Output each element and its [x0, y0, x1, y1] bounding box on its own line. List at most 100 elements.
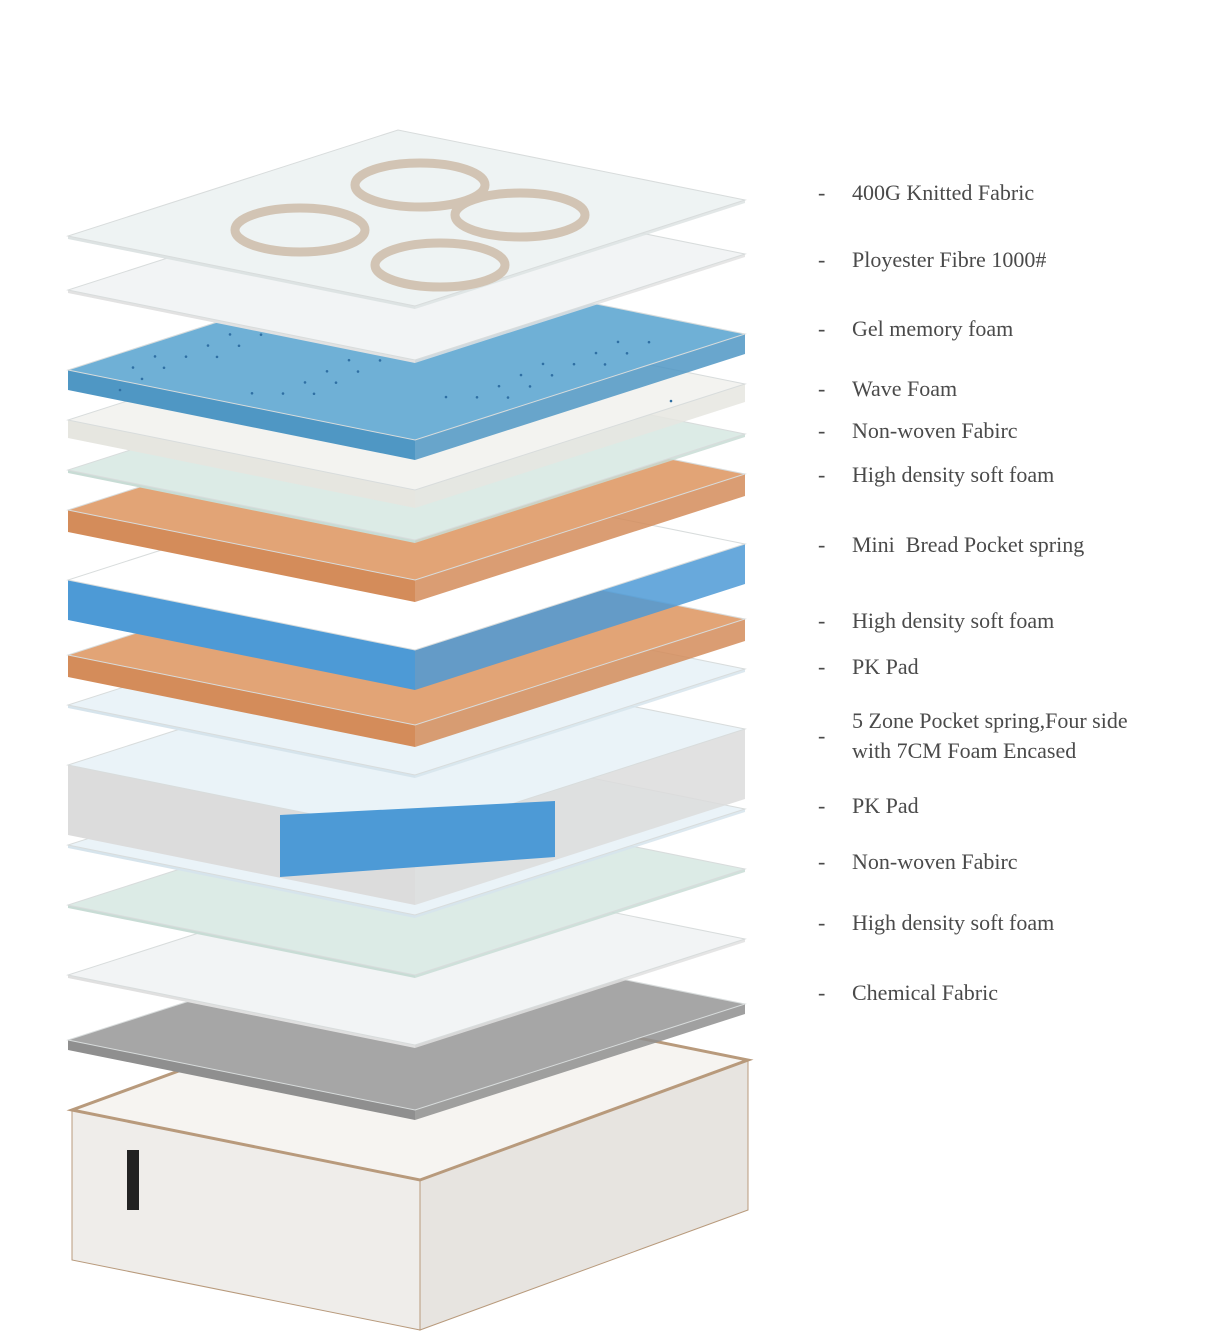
mattress-brand-tag [127, 1150, 139, 1210]
gel-memory-foam-layer-side-right [415, 334, 745, 460]
label-text: Non-woven Fabirc [852, 418, 1018, 443]
gel-dot [325, 369, 329, 373]
polyester-fibre-layer-side-right [415, 254, 745, 363]
layer-label: - Wave Foam [818, 374, 957, 404]
gel-dot [334, 381, 338, 384]
layer-label: - Non-woven Fabirc [818, 847, 1018, 877]
gel-dot [250, 391, 254, 395]
fabric-swirl-pattern [230, 203, 370, 257]
label-text: 400G Knitted Fabric [852, 180, 1035, 205]
fabric-swirl-pattern [370, 238, 510, 292]
layer-label: - Mini Bread Pocket spring [818, 530, 1084, 560]
high-density-foam-layer-orange-bottom-side-front [68, 655, 415, 747]
layer-label: - High density soft foam [818, 460, 1054, 490]
gel-dot [303, 381, 307, 384]
wave-foam-layer-side-front [68, 420, 415, 508]
gel-dot [162, 366, 166, 370]
knitted-fabric-layer-top [66, 129, 747, 307]
label-text: Wave Foam [852, 376, 958, 401]
high-density-foam-layer-orange-bottom-side-right [415, 619, 745, 747]
layer-label: - Chemical Fabric [818, 978, 998, 1008]
label-dash: - [818, 418, 826, 443]
gel-dot [550, 373, 554, 377]
gel-dot [572, 362, 576, 366]
layer-label: - Ployester Fibre 1000# [818, 245, 1046, 275]
gel-dot [312, 392, 316, 396]
label-text: PK Pad [852, 654, 919, 679]
gel-dot [237, 344, 241, 348]
label-text: High density soft foam [852, 462, 1055, 487]
label-dash: - [818, 910, 826, 935]
chemical-fabric-layer-side-right [415, 1004, 745, 1120]
gel-dot [497, 384, 501, 388]
layer-label: -PK Pad [818, 652, 919, 682]
gel-dot [140, 377, 144, 381]
non-woven-layer-top-side-front [68, 470, 415, 543]
layer-label: - 5 Zone Pocket spring,Four side with 7CM… [818, 706, 1128, 766]
label-text: 5 Zone Pocket spring,Four side with 7CM … [852, 708, 1128, 763]
fabric-swirl-pattern [350, 158, 490, 212]
label-dash: - [818, 723, 826, 748]
gel-dot [541, 362, 545, 366]
knitted-fabric-layer-side-right [415, 200, 745, 309]
label-dash: - [818, 247, 826, 272]
layer-label: - High density soft foam [818, 606, 1054, 636]
label-dash: - [818, 849, 826, 874]
gel-dot [215, 355, 219, 359]
label-dash: - [818, 532, 826, 557]
gel-dot [378, 359, 382, 362]
gel-dot [625, 351, 629, 355]
label-dash: - [818, 316, 826, 341]
gel-dot [153, 355, 157, 358]
label-dash: - [818, 180, 826, 205]
label-text: High density soft foam [852, 608, 1055, 633]
label-text: Chemical Fabric [852, 980, 999, 1005]
gel-dot [184, 355, 188, 358]
pk-pad-layer-bottom-side-front [68, 845, 415, 918]
gel-dot [616, 340, 620, 344]
pk-pad-layer-top-side-front [68, 705, 415, 778]
high-density-foam-layer-orange-top-side-front [68, 510, 415, 602]
gel-dot [528, 385, 532, 388]
gel-dot [356, 370, 360, 373]
high-density-foam-layer-orange-top-side-right [415, 474, 745, 602]
gel-dot [519, 373, 523, 377]
fabric-swirl-pattern [450, 188, 590, 242]
gel-dot [669, 399, 673, 403]
label-text: PK Pad [852, 793, 919, 818]
label-dash: - [818, 376, 826, 401]
gel-memory-foam-layer-side-front [68, 370, 415, 460]
label-text: Non-woven Fabirc [852, 849, 1018, 874]
gel-dot [206, 344, 210, 347]
gel-dot [347, 358, 351, 362]
zone-spring-cutaway [280, 801, 555, 877]
label-dash: - [818, 793, 826, 818]
non-woven-layer-bottom-side-front [68, 905, 415, 978]
mini-pocket-spring-layer-side-right [415, 544, 745, 690]
label-text: Mini Bread Pocket spring [852, 532, 1085, 557]
label-text: Ployester Fibre 1000# [852, 247, 1047, 272]
pk-pad-layer-top-side-right [415, 669, 745, 778]
chemical-fabric-layer-side-front [68, 1040, 415, 1120]
gel-dot [131, 366, 135, 369]
label-dash: - [818, 980, 826, 1005]
gel-dot [281, 392, 285, 395]
label-dash: - [818, 608, 826, 633]
label-dash: - [818, 462, 826, 487]
layer-label: -High density soft foam [818, 908, 1054, 938]
gel-dot [259, 333, 263, 336]
high-density-foam-layer-bottom-side-right [415, 939, 745, 1048]
gel-dot [475, 395, 479, 399]
layer-label: - PK Pad [818, 791, 919, 821]
pk-pad-layer-bottom-side-right [415, 809, 745, 918]
layer-label: -Gel memory foam [818, 314, 1013, 344]
high-density-foam-layer-bottom-side-front [68, 975, 415, 1048]
non-woven-layer-top-side-right [415, 434, 745, 543]
gel-dot [594, 351, 598, 355]
layer-label: - 400G Knitted Fabric [818, 178, 1034, 208]
wave-foam-layer-side-right [415, 384, 745, 508]
gel-dot [118, 388, 122, 392]
gel-dot [228, 333, 232, 336]
polyester-fibre-layer-side-front [68, 290, 415, 363]
